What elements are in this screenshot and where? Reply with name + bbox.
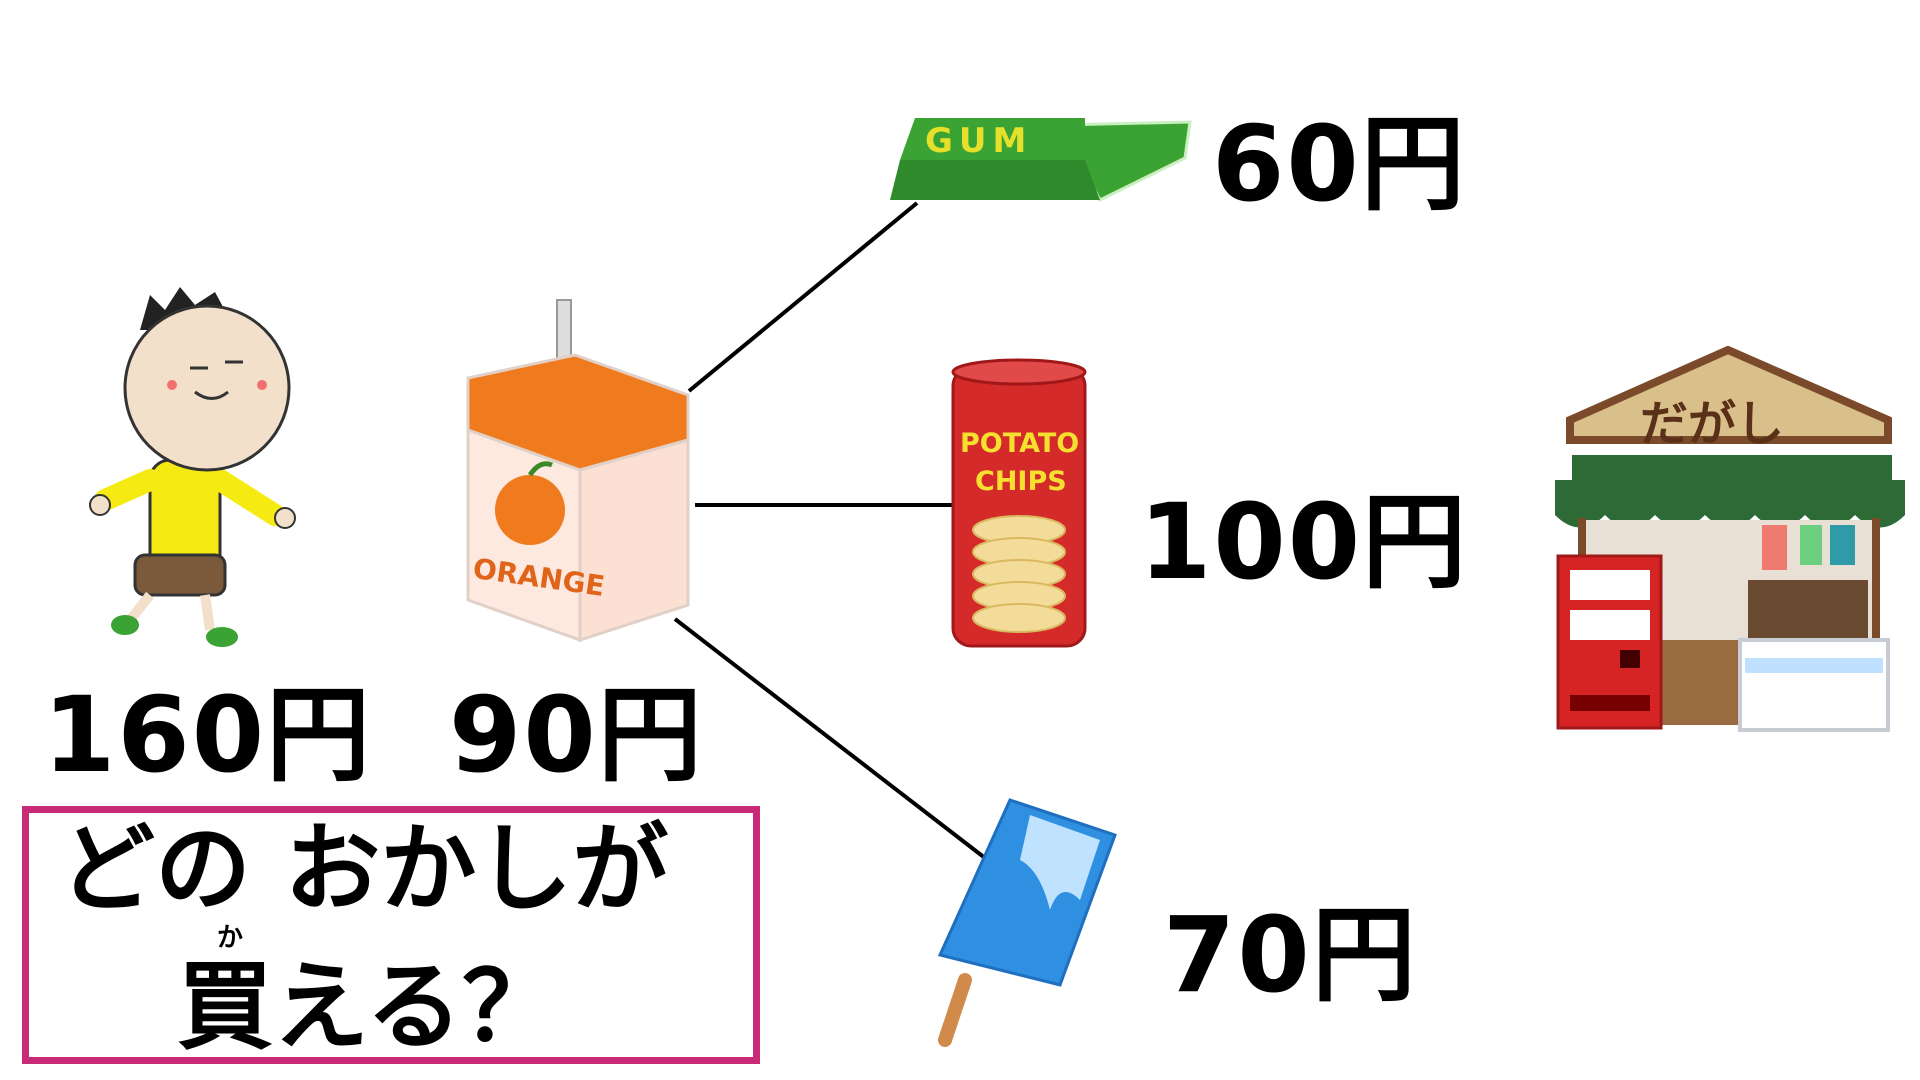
potato-chips-can-illustration: POTATO CHIPS [951, 358, 1087, 648]
gum-pack-illustration: GUM [890, 118, 1192, 202]
chips-price-label: 100円 [1139, 481, 1469, 603]
question-line-2: 買える？ [177, 951, 559, 1063]
connector-line-gum [687, 201, 919, 393]
running-boy-illustration [89, 287, 296, 647]
boy-money-label: 160円 [43, 674, 373, 796]
gum-price-label: 60円 [1212, 103, 1467, 225]
chips-label-line2: CHIPS [975, 466, 1067, 497]
ice-pop-illustration [937, 798, 1117, 1047]
juice-price-label: 90円 [449, 674, 704, 796]
shop-sign: だがし [1640, 396, 1784, 452]
question-line-1: どの おかしが [59, 813, 669, 925]
candy-shop-illustration: だがし [1555, 345, 1905, 732]
ice-price-label: 70円 [1163, 894, 1418, 1016]
question-box: どの おかしが か 買える？ [22, 806, 760, 1064]
orange-juice-carton-illustration: ORANGE [466, 299, 690, 643]
connector-line-ice [673, 617, 987, 860]
chips-label-line1: POTATO [960, 428, 1079, 459]
question-furigana: か [217, 923, 244, 953]
gum-label: GUM [925, 121, 1032, 161]
